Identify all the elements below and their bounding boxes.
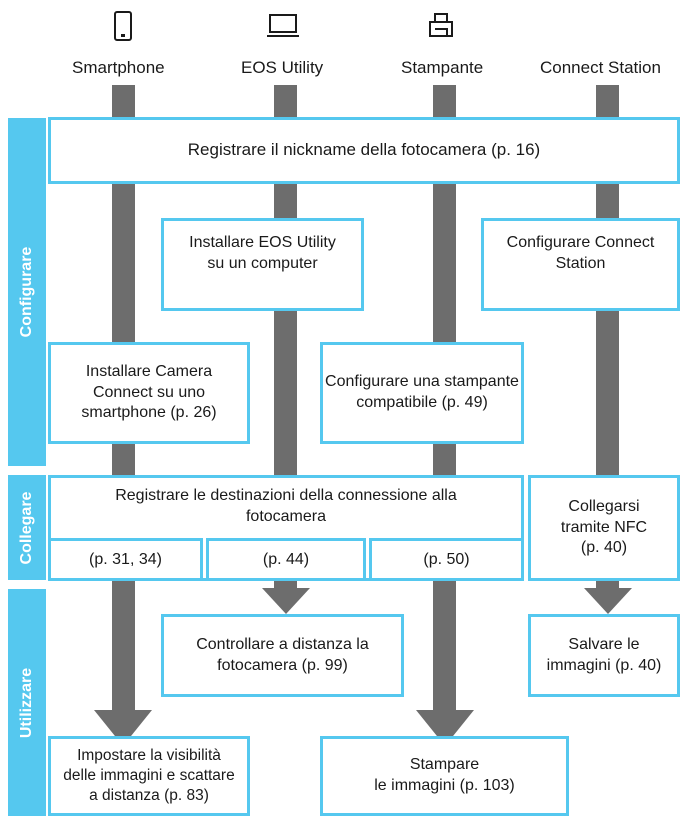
column-connect-station: Connect Station bbox=[540, 58, 661, 77]
box-register-nickname: Registrare il nickname della fotocamera … bbox=[48, 117, 680, 184]
section-utilizzare: Utilizzare bbox=[8, 589, 46, 816]
box-install-camera-connect: Installare Camera Connect su uno smartph… bbox=[48, 342, 250, 444]
box-remote-control: Controllare a distanza la fotocamera (p.… bbox=[161, 614, 404, 697]
laptop-icon bbox=[267, 14, 299, 37]
box-install-eos-utility: Installare EOS Utility su un computer bbox=[161, 218, 364, 311]
box-image-visibility: Impostare la visibilità delle immagini e… bbox=[48, 736, 250, 816]
printer-icon bbox=[429, 13, 453, 37]
section-collegare-label: Collegare bbox=[18, 491, 35, 564]
section-configurare: Configurare bbox=[8, 118, 46, 466]
arrow-head-station bbox=[584, 588, 632, 614]
ref-smartphone: (p. 31, 34) bbox=[48, 538, 203, 581]
section-collegare: Collegare bbox=[8, 475, 46, 580]
column-smartphone: Smartphone bbox=[72, 58, 165, 77]
flow-shaft-station bbox=[596, 85, 619, 590]
ref-printer: (p. 50) bbox=[369, 538, 524, 581]
arrow-head-eos bbox=[262, 588, 310, 614]
box-configure-connect-station: Configurare Connect Station bbox=[481, 218, 680, 311]
box-configure-printer: Configurare una stampante compatibile (p… bbox=[320, 342, 524, 444]
column-eos-utility: EOS Utility bbox=[241, 58, 324, 77]
box-print-images: Stampare le immagini (p. 103) bbox=[320, 736, 569, 816]
smartphone-icon bbox=[114, 11, 132, 41]
flow-shaft-eos bbox=[274, 85, 297, 590]
ref-eos-utility: (p. 44) bbox=[206, 538, 366, 581]
section-configurare-label: Configurare bbox=[18, 246, 35, 338]
section-utilizzare-label: Utilizzare bbox=[18, 667, 35, 738]
column-stampante: Stampante bbox=[401, 58, 484, 77]
box-save-images: Salvare le immagini (p. 40) bbox=[528, 614, 680, 697]
box-nfc: Collegarsi tramite NFC (p. 40) bbox=[528, 475, 680, 581]
